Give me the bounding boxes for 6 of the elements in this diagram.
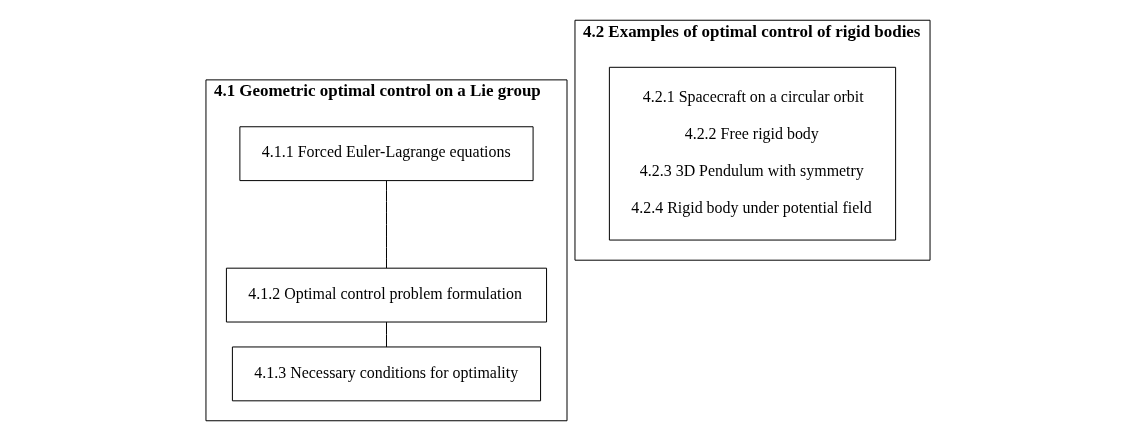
node-box: 4.1.1 Forced Euler-Lagrange equations (239, 126, 534, 182)
node-box: 4.1.2 Optimal control problem formulation (225, 267, 548, 323)
connector (386, 321, 387, 348)
connector (386, 180, 387, 269)
node-box: 4.2.1 Spacecraft on a circular orbit 4.2.2 Free rigid body 4.2.3 3D Pendulum with symmetry 4.2.4 Rigid body under potential field (608, 66, 897, 241)
node-box: 4.1.3 Necessary conditions for optimality (231, 346, 542, 402)
